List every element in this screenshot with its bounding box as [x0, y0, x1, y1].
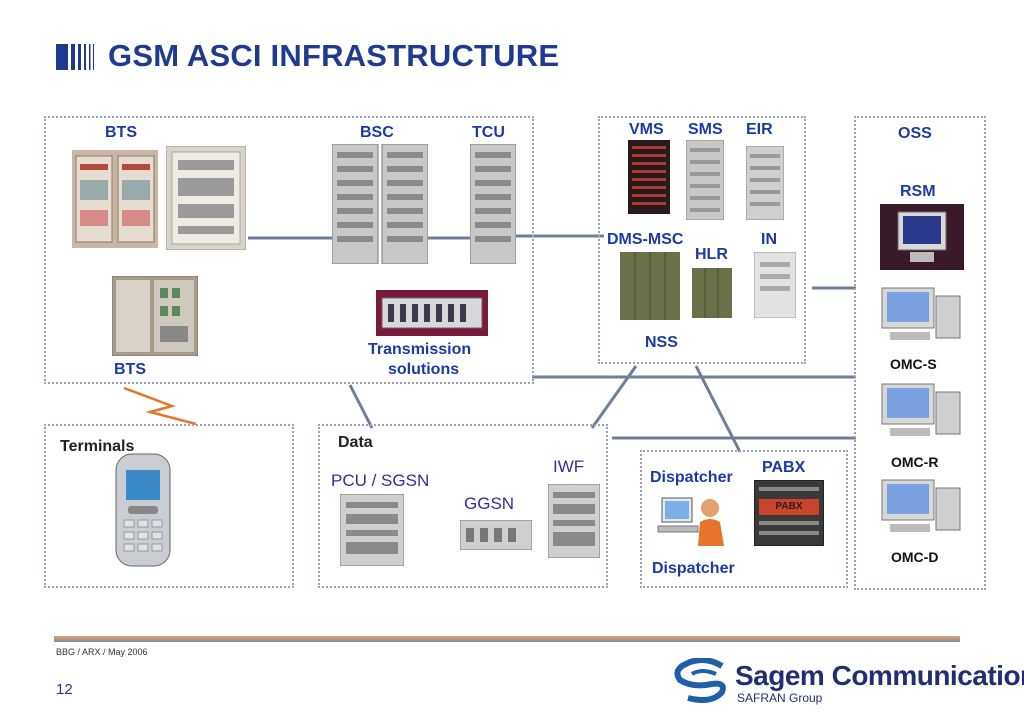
omc-s-workstation-icon	[881, 287, 961, 340]
ggsn-unit-icon	[460, 520, 532, 550]
pcu-sgsn-label: PCU / SGSN	[331, 471, 430, 490]
omc-r-workstation-icon	[881, 383, 961, 436]
terminals-label: Terminals	[60, 438, 135, 455]
footer-note: BBG / ARX / May 2006	[56, 647, 148, 657]
dispatcher-top-label: Dispatcher	[650, 469, 733, 486]
mobile-phone-icon	[115, 453, 171, 567]
sms-server-icon	[686, 140, 724, 220]
transmission-equipment-icon	[376, 290, 488, 336]
transmission-label-1: Transmission	[368, 341, 472, 358]
footer-divider	[54, 636, 960, 642]
transmission-label-2: solutions	[388, 361, 460, 378]
data-label: Data	[338, 434, 373, 451]
vms-label: VMS	[629, 121, 664, 138]
pabx-device-icon: PABX	[754, 480, 824, 546]
omc-s-label: OMC-S	[890, 356, 937, 372]
bts-cabinet-icon	[72, 150, 158, 248]
nss-label: NSS	[645, 334, 678, 351]
omc-d-label: OMC-D	[891, 549, 939, 565]
vms-server-icon	[628, 140, 670, 214]
pcu-sgsn-rack-icon	[340, 494, 404, 566]
oss-box	[854, 116, 986, 590]
ggsn-label: GGSN	[464, 494, 515, 513]
bsc-label: BSC	[360, 124, 394, 141]
iwf-rack-icon	[548, 484, 600, 558]
bts-bottom-label: BTS	[114, 361, 146, 378]
omc-d-workstation-icon	[881, 479, 961, 532]
tcu-label: TCU	[472, 124, 505, 141]
iwf-label: IWF	[553, 457, 585, 476]
dispatcher-bottom-label: Dispatcher	[652, 560, 735, 577]
pabx-label: PABX	[762, 459, 806, 476]
sms-label: SMS	[688, 121, 723, 138]
radio-link-icon	[123, 386, 197, 426]
dispatcher-operator-icon	[657, 497, 724, 546]
pabx-device-label: PABX	[759, 499, 819, 515]
bts-compact-icon	[112, 276, 198, 356]
data-box	[318, 424, 608, 588]
bss-box	[44, 116, 534, 384]
hlr-label: HLR	[695, 246, 728, 263]
omc-r-label: OMC-R	[891, 454, 939, 470]
rsm-label: RSM	[900, 183, 936, 200]
page-title: GSM ASCI INFRASTRUCTURE	[108, 38, 560, 73]
brand-name: Sagem Communication	[735, 660, 1024, 691]
in-server-icon	[754, 252, 796, 318]
dispatch-box	[640, 450, 848, 588]
tcu-rack-icon	[470, 144, 516, 264]
oss-label: OSS	[898, 125, 932, 142]
page-number: 12	[56, 681, 73, 698]
terminals-box	[44, 424, 294, 588]
bsc-rack-icon	[332, 144, 428, 264]
bts-rack-icon	[166, 146, 246, 250]
dms-msc-label: DMS-MSC	[607, 231, 684, 248]
rsm-monitor-icon	[880, 204, 964, 270]
bts-top-label: BTS	[105, 124, 137, 141]
eir-label: EIR	[746, 121, 773, 138]
nss-box	[598, 116, 806, 364]
title-bars-icon	[56, 44, 94, 70]
in-label: IN	[761, 231, 777, 248]
dms-msc-cabinet-icon	[620, 252, 680, 320]
sagem-logo-icon	[674, 658, 726, 703]
eir-server-icon	[746, 146, 784, 220]
hlr-cabinet-icon	[692, 268, 732, 318]
brand-subtitle: SAFRAN Group	[737, 691, 823, 705]
